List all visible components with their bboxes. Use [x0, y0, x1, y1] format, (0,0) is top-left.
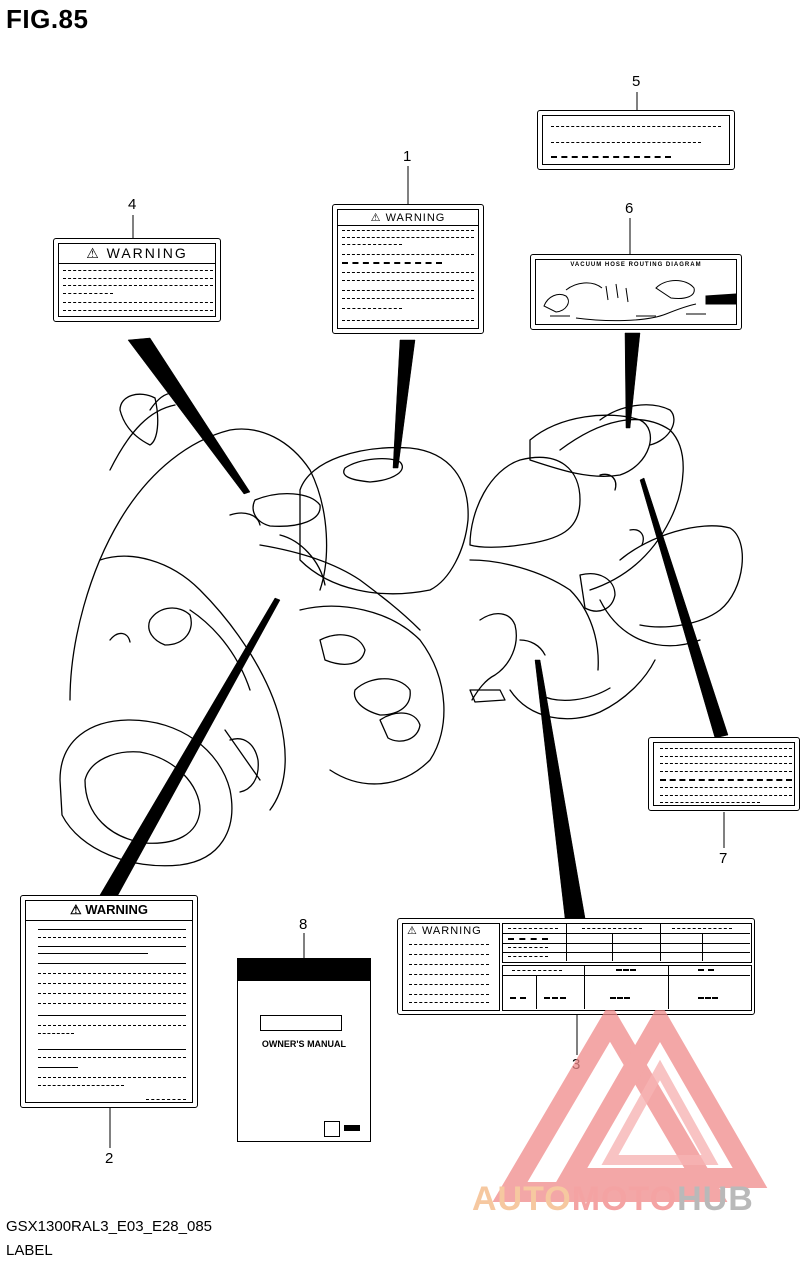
label-2-warning: ⚠ WARNING — [20, 895, 198, 1108]
footer-part-code: GSX1300RAL3_E03_E28_085 — [6, 1218, 213, 1235]
footer-caption: LABEL — [6, 1242, 53, 1259]
warning-text: WARNING — [106, 245, 188, 261]
warning-text: WARNING — [421, 925, 482, 937]
callout-5: 5 — [632, 73, 641, 90]
warning-icon: ⚠ — [69, 902, 82, 917]
watermark-text: AUTOMOTOHUB — [472, 1180, 754, 1218]
automotohub-watermark-logo — [492, 1010, 768, 1202]
label-1-warning: ⚠ WARNING — [332, 204, 484, 334]
callout-7: 7 — [719, 850, 728, 867]
label-4-warning: ⚠ WARNING — [53, 238, 221, 322]
callout-6: 6 — [625, 200, 634, 217]
callout-8: 8 — [299, 916, 308, 933]
warning-text: WARNING — [385, 212, 446, 224]
callout-1: 1 — [403, 148, 412, 165]
label-5 — [537, 110, 735, 170]
callout-2: 2 — [105, 1150, 114, 1167]
label-7 — [648, 737, 800, 811]
label-6-vacuum-diagram: VACUUM HOSE ROUTING DIAGRAM — [530, 254, 742, 330]
figure-title: FIG.85 — [6, 4, 89, 34]
label-3-warning-table: ⚠ WARNING — [397, 918, 755, 1015]
callout-4: 4 — [128, 196, 137, 213]
owners-manual: OWNER'S MANUAL — [237, 958, 371, 1142]
warning-icon: ⚠ — [370, 212, 382, 224]
warning-text: WARNING — [85, 902, 149, 917]
hose-routing-sketch — [543, 280, 736, 322]
warning-icon: ⚠ — [86, 245, 101, 261]
warning-icon: ⚠ — [407, 925, 418, 937]
suzuki-logo-icon — [324, 1121, 340, 1137]
